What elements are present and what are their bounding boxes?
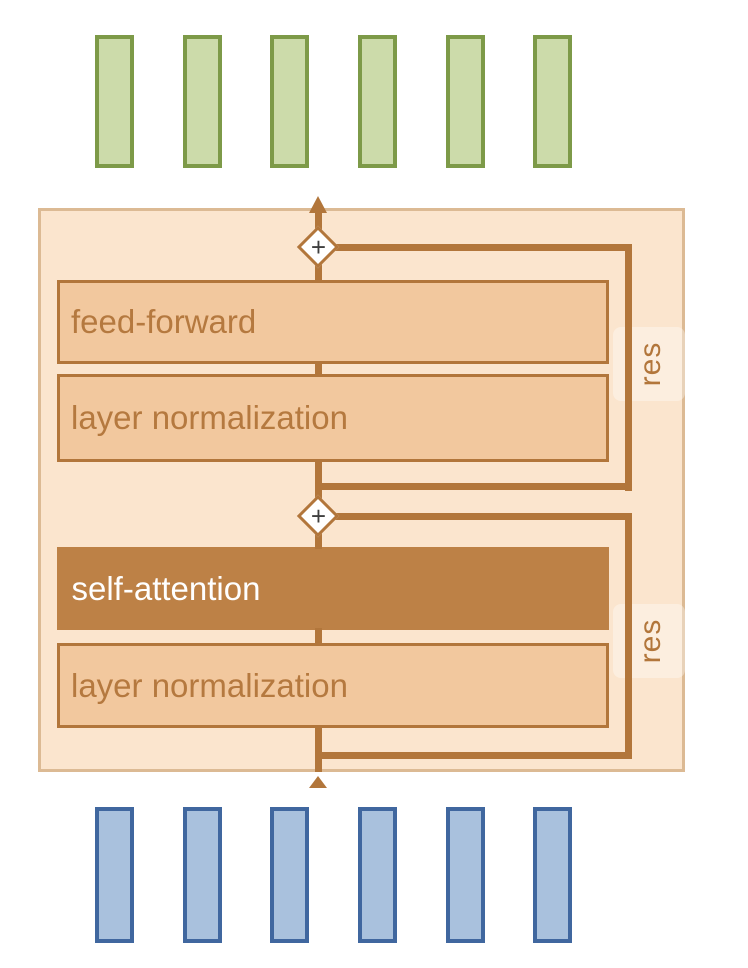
residual-line-upper-top: [318, 243, 632, 251]
output-tokens-row: [95, 35, 573, 168]
plus-icon-upper: +: [310, 231, 327, 262]
feed-forward-box: feed-forward: [57, 280, 609, 364]
input-token-bar: [182, 807, 222, 943]
output-token-bar: [95, 35, 134, 168]
trunk-line-bottom: [315, 726, 322, 772]
residual-label-upper: res: [634, 341, 667, 387]
input-token-bar: [95, 807, 134, 943]
layer-normalization-lower-box: layer normalization: [57, 643, 609, 728]
feed-forward-label: feed-forward: [71, 303, 257, 340]
layer-normalization-upper-box: layer normalization: [57, 374, 609, 462]
self-attention-box: self-attention: [57, 547, 609, 630]
arrow-up-icon-input: [309, 776, 327, 788]
output-token-bar: [270, 35, 310, 168]
trunk-line-top: [315, 209, 322, 232]
trunk-line-layernorm-to-adder2: [315, 460, 322, 502]
output-token-bar: [533, 35, 573, 168]
input-token-bar: [533, 807, 573, 943]
input-token-bar: [445, 807, 485, 943]
input-token-bar: [270, 807, 310, 943]
output-token-bar: [445, 35, 485, 168]
layer-normalization-lower-label: layer normalization: [71, 666, 348, 704]
output-token-bar: [358, 35, 398, 168]
trunk-line-adder1-to-feed-forward: [315, 262, 322, 282]
plus-icon-lower: +: [310, 500, 327, 531]
residual-line-upper-bottom: [318, 483, 632, 490]
residual-label-lower: res: [634, 618, 667, 664]
residual-line-lower-vertical: [625, 512, 632, 759]
arrow-up-icon-output: [309, 196, 327, 213]
trunk-line-adder2-to-self-attention: [315, 531, 322, 549]
trunk-line-feed-forward-to-layernorm: [315, 361, 322, 376]
self-attention-label: self-attention: [71, 569, 261, 607]
trunk-line-self-attention-to-layernorm: [315, 628, 322, 645]
input-tokens-row: [95, 807, 573, 943]
residual-line-lower-top: [318, 512, 632, 520]
input-token-bar: [358, 807, 398, 943]
layer-normalization-upper-label: layer normalization: [71, 399, 348, 436]
residual-line-lower-bottom: [318, 751, 632, 759]
output-token-bar: [182, 35, 222, 168]
residual-line-upper-vertical: [625, 243, 632, 491]
